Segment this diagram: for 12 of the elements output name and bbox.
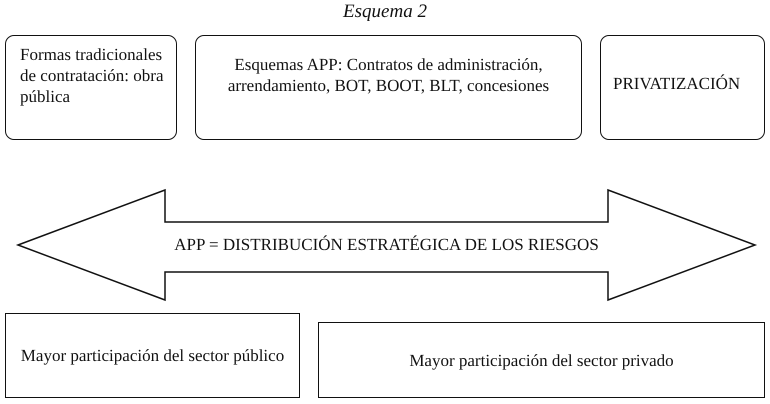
node-text: Mayor participación del sector público — [20, 345, 284, 366]
node-text: APP = DISTRIBUCIÓN ESTRATÉGICA DE LOS RIESGOS — [174, 235, 599, 255]
text-box — [318, 322, 765, 398]
node-text: Mayor participación del sector privado — [409, 350, 674, 370]
text-box — [195, 35, 582, 140]
node-text: Esquemas APP: Contratos de administración, arrendamiento, BOT, BOOT, BLT, concesiones — [226, 54, 550, 96]
text-box — [5, 313, 300, 398]
node-text: PRIVATIZACIÓN — [613, 73, 740, 94]
text-box — [600, 35, 765, 140]
node-text: Formas tradicionales de contratación: obra pública — [20, 44, 164, 107]
diagram-title: Esquema 2 — [342, 0, 428, 24]
text-box — [5, 35, 177, 140]
